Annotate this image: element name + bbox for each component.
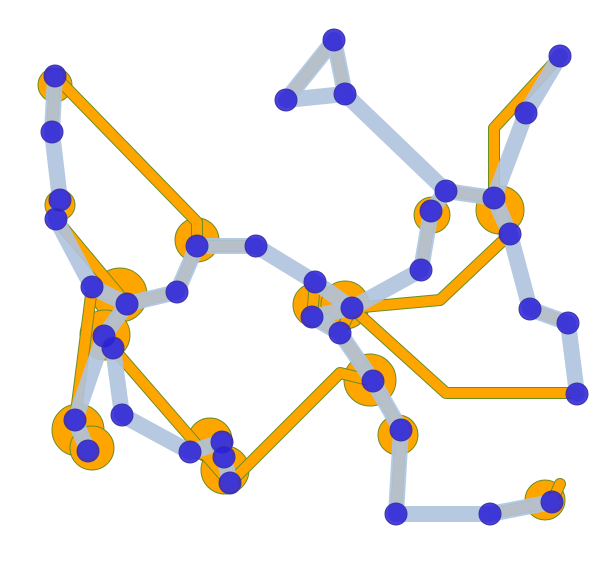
graph-edge [67,328,112,428]
graph-node [303,270,327,294]
graph-edge [388,422,409,522]
graph-edge [560,315,585,402]
graph-node [333,82,357,106]
graph-edge [502,226,538,317]
graph-node [514,101,538,125]
graph-node [218,471,242,495]
graph-node [540,490,564,514]
graph-node [110,403,134,427]
graph-node [212,445,236,469]
graph-edge [278,32,342,108]
graph-node [565,382,589,406]
route-path [347,229,515,313]
graph-node [548,44,572,68]
node-layer [40,28,589,526]
graph-edge [114,407,198,460]
graph-node [518,297,542,321]
graph-node [48,188,72,212]
graph-node [178,440,202,464]
graph-edge [337,86,454,199]
graph-node [498,222,522,246]
graph-node [185,234,209,258]
graph-node [478,502,502,526]
graph-edge [48,211,100,295]
graph-node [361,369,385,393]
graph-node [482,186,506,210]
graph-node [101,336,125,360]
graph-node [328,321,352,345]
graph-node [556,311,580,335]
graph-node [434,179,458,203]
graph-node [115,292,139,316]
graph-node [322,28,346,52]
graph-edge [248,238,323,290]
graph-node [244,234,268,258]
graph-node [40,120,64,144]
graph-node [384,502,408,526]
graph-node [300,305,324,329]
graph-node [340,296,364,320]
graph-node [389,418,413,442]
graph-node [43,64,67,88]
graph-node [63,408,87,432]
route-path [347,303,582,398]
graph-node [274,88,298,112]
graph-edge [486,105,534,206]
route-path [108,343,235,488]
graph-node [409,258,433,282]
graph-node [165,280,189,304]
graph-node [76,439,100,463]
graph-edge [344,262,429,316]
graph-node [80,275,104,299]
graph-node [44,207,68,231]
graph-node [419,199,443,223]
